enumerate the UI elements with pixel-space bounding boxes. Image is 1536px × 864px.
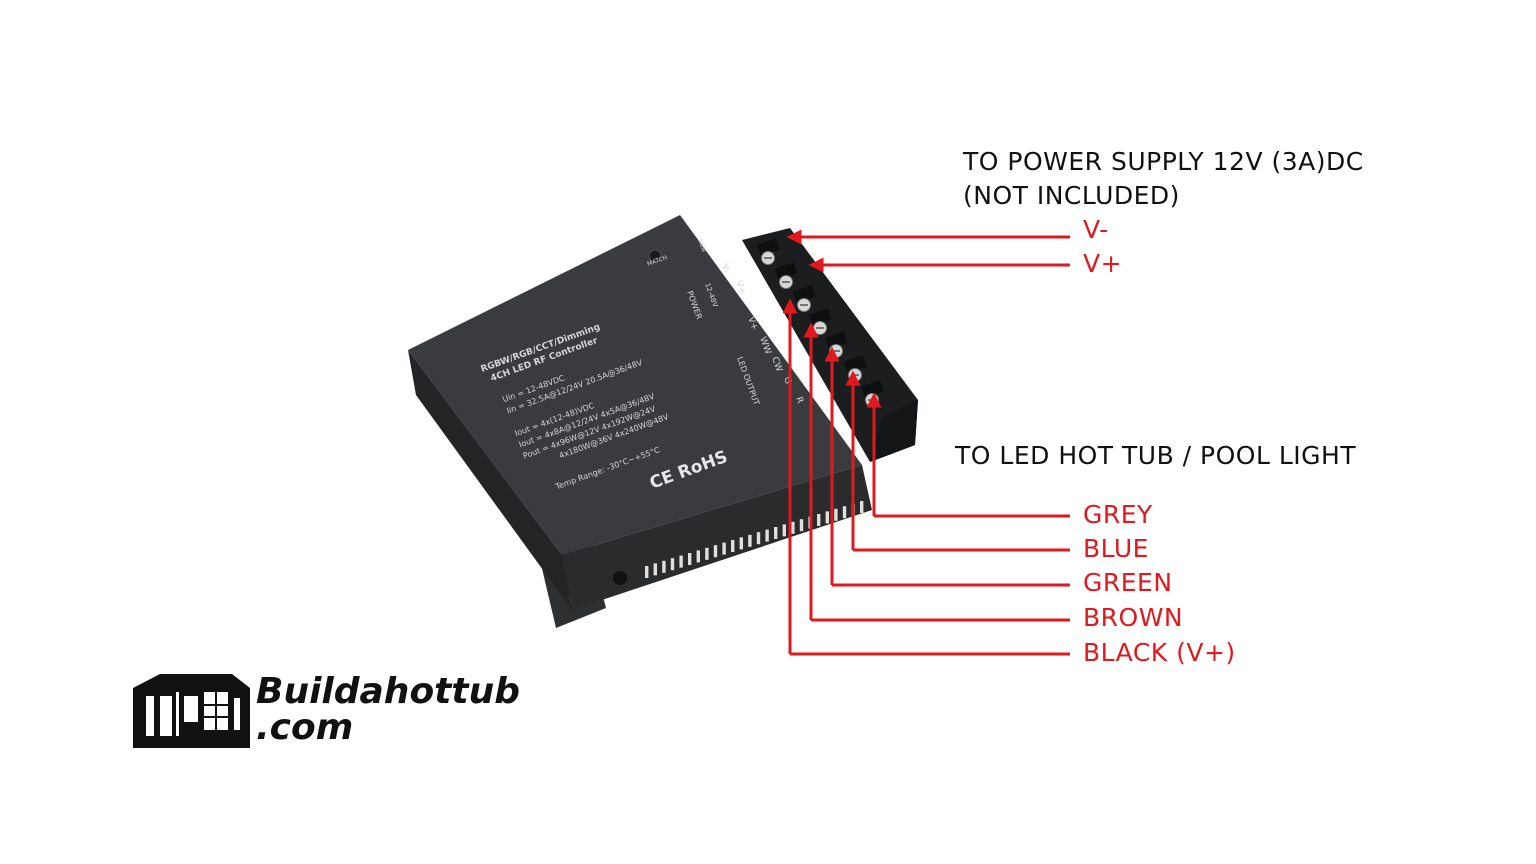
logo-text-line-2: .com <box>256 707 354 748</box>
vent-slot <box>799 519 804 532</box>
vent-slot <box>679 555 683 568</box>
wire-label-v-minus: V- <box>1083 215 1109 244</box>
wire-label-brown: BROWN <box>1083 603 1184 632</box>
vent-slot <box>670 558 675 571</box>
wires <box>782 229 1070 656</box>
vent-slot <box>791 521 795 534</box>
wire-blue <box>851 390 1070 552</box>
terminal-ridge <box>824 331 848 350</box>
vent-slot <box>748 534 752 547</box>
led-controller: RGBW/RGB/CCT/Dimming 4CH LED RF Controll… <box>408 215 918 628</box>
output-terminal-mark-5: R <box>793 396 805 405</box>
led-light-heading: TO LED HOT TUB / POOL LIGHT <box>955 441 1357 470</box>
vent-slot <box>731 540 735 552</box>
wire-brown <box>809 342 1070 622</box>
vent-slot <box>645 566 649 578</box>
wire-green <box>830 366 1070 587</box>
vent-slot <box>774 527 778 539</box>
vent-slot <box>817 514 821 526</box>
power-terminal-markings: V- V+ <box>719 263 747 296</box>
output-terminal-mark-3: CW <box>769 356 784 374</box>
vent-slot <box>756 532 761 545</box>
vent-slot <box>782 524 786 537</box>
vent-slot <box>662 560 666 573</box>
output-terminal-mark-1: V+ <box>745 316 759 332</box>
run-label: RUN <box>696 238 707 253</box>
wire-grey <box>872 412 1070 518</box>
vent-slot <box>825 511 829 524</box>
terminal-ridge <box>756 238 780 257</box>
terminal-ridge <box>808 308 832 327</box>
logo-text-line-1: Buildahottub <box>256 671 520 712</box>
side-face <box>408 350 572 610</box>
terminal-ridge <box>792 285 816 304</box>
vent-slot <box>860 501 864 513</box>
vent-slot <box>713 545 718 558</box>
wire-black <box>788 318 1070 656</box>
top-face <box>408 215 862 555</box>
power-terminal-mark-1: V- <box>719 263 731 275</box>
vent-slot <box>688 553 692 565</box>
terminal-ridge <box>843 355 867 374</box>
wire-label-blue: BLUE <box>1083 534 1149 563</box>
power-supply-note: (NOT INCLUDED) <box>963 181 1180 210</box>
vent-slot <box>696 550 700 563</box>
vent-slot <box>765 529 769 542</box>
wire-label-v-plus: V+ <box>1083 249 1123 278</box>
match-button <box>648 249 662 263</box>
vent-slot <box>834 508 838 521</box>
wire-label-black: BLACK (V+) <box>1083 638 1236 667</box>
buildahottub-logo <box>133 674 250 748</box>
front-face <box>562 465 872 610</box>
hot-tub-house-icon <box>133 674 250 748</box>
front-indicator <box>613 571 627 585</box>
vent-slot <box>705 547 709 560</box>
vent-slot <box>722 542 726 555</box>
vent-slot <box>653 563 657 576</box>
power-supply-heading: TO POWER SUPPLY 12V (3A)DC <box>963 147 1364 176</box>
wire-label-green: GREEN <box>1083 568 1173 597</box>
power-terminal-mark-2: V+ <box>733 280 747 296</box>
vent-slot <box>842 506 847 519</box>
vent-slot <box>739 537 743 550</box>
output-terminal-mark-4: G <box>781 376 793 386</box>
wire-label-grey: GREY <box>1083 500 1153 529</box>
vent-slots <box>645 501 864 578</box>
terminal-ridge <box>774 262 798 281</box>
